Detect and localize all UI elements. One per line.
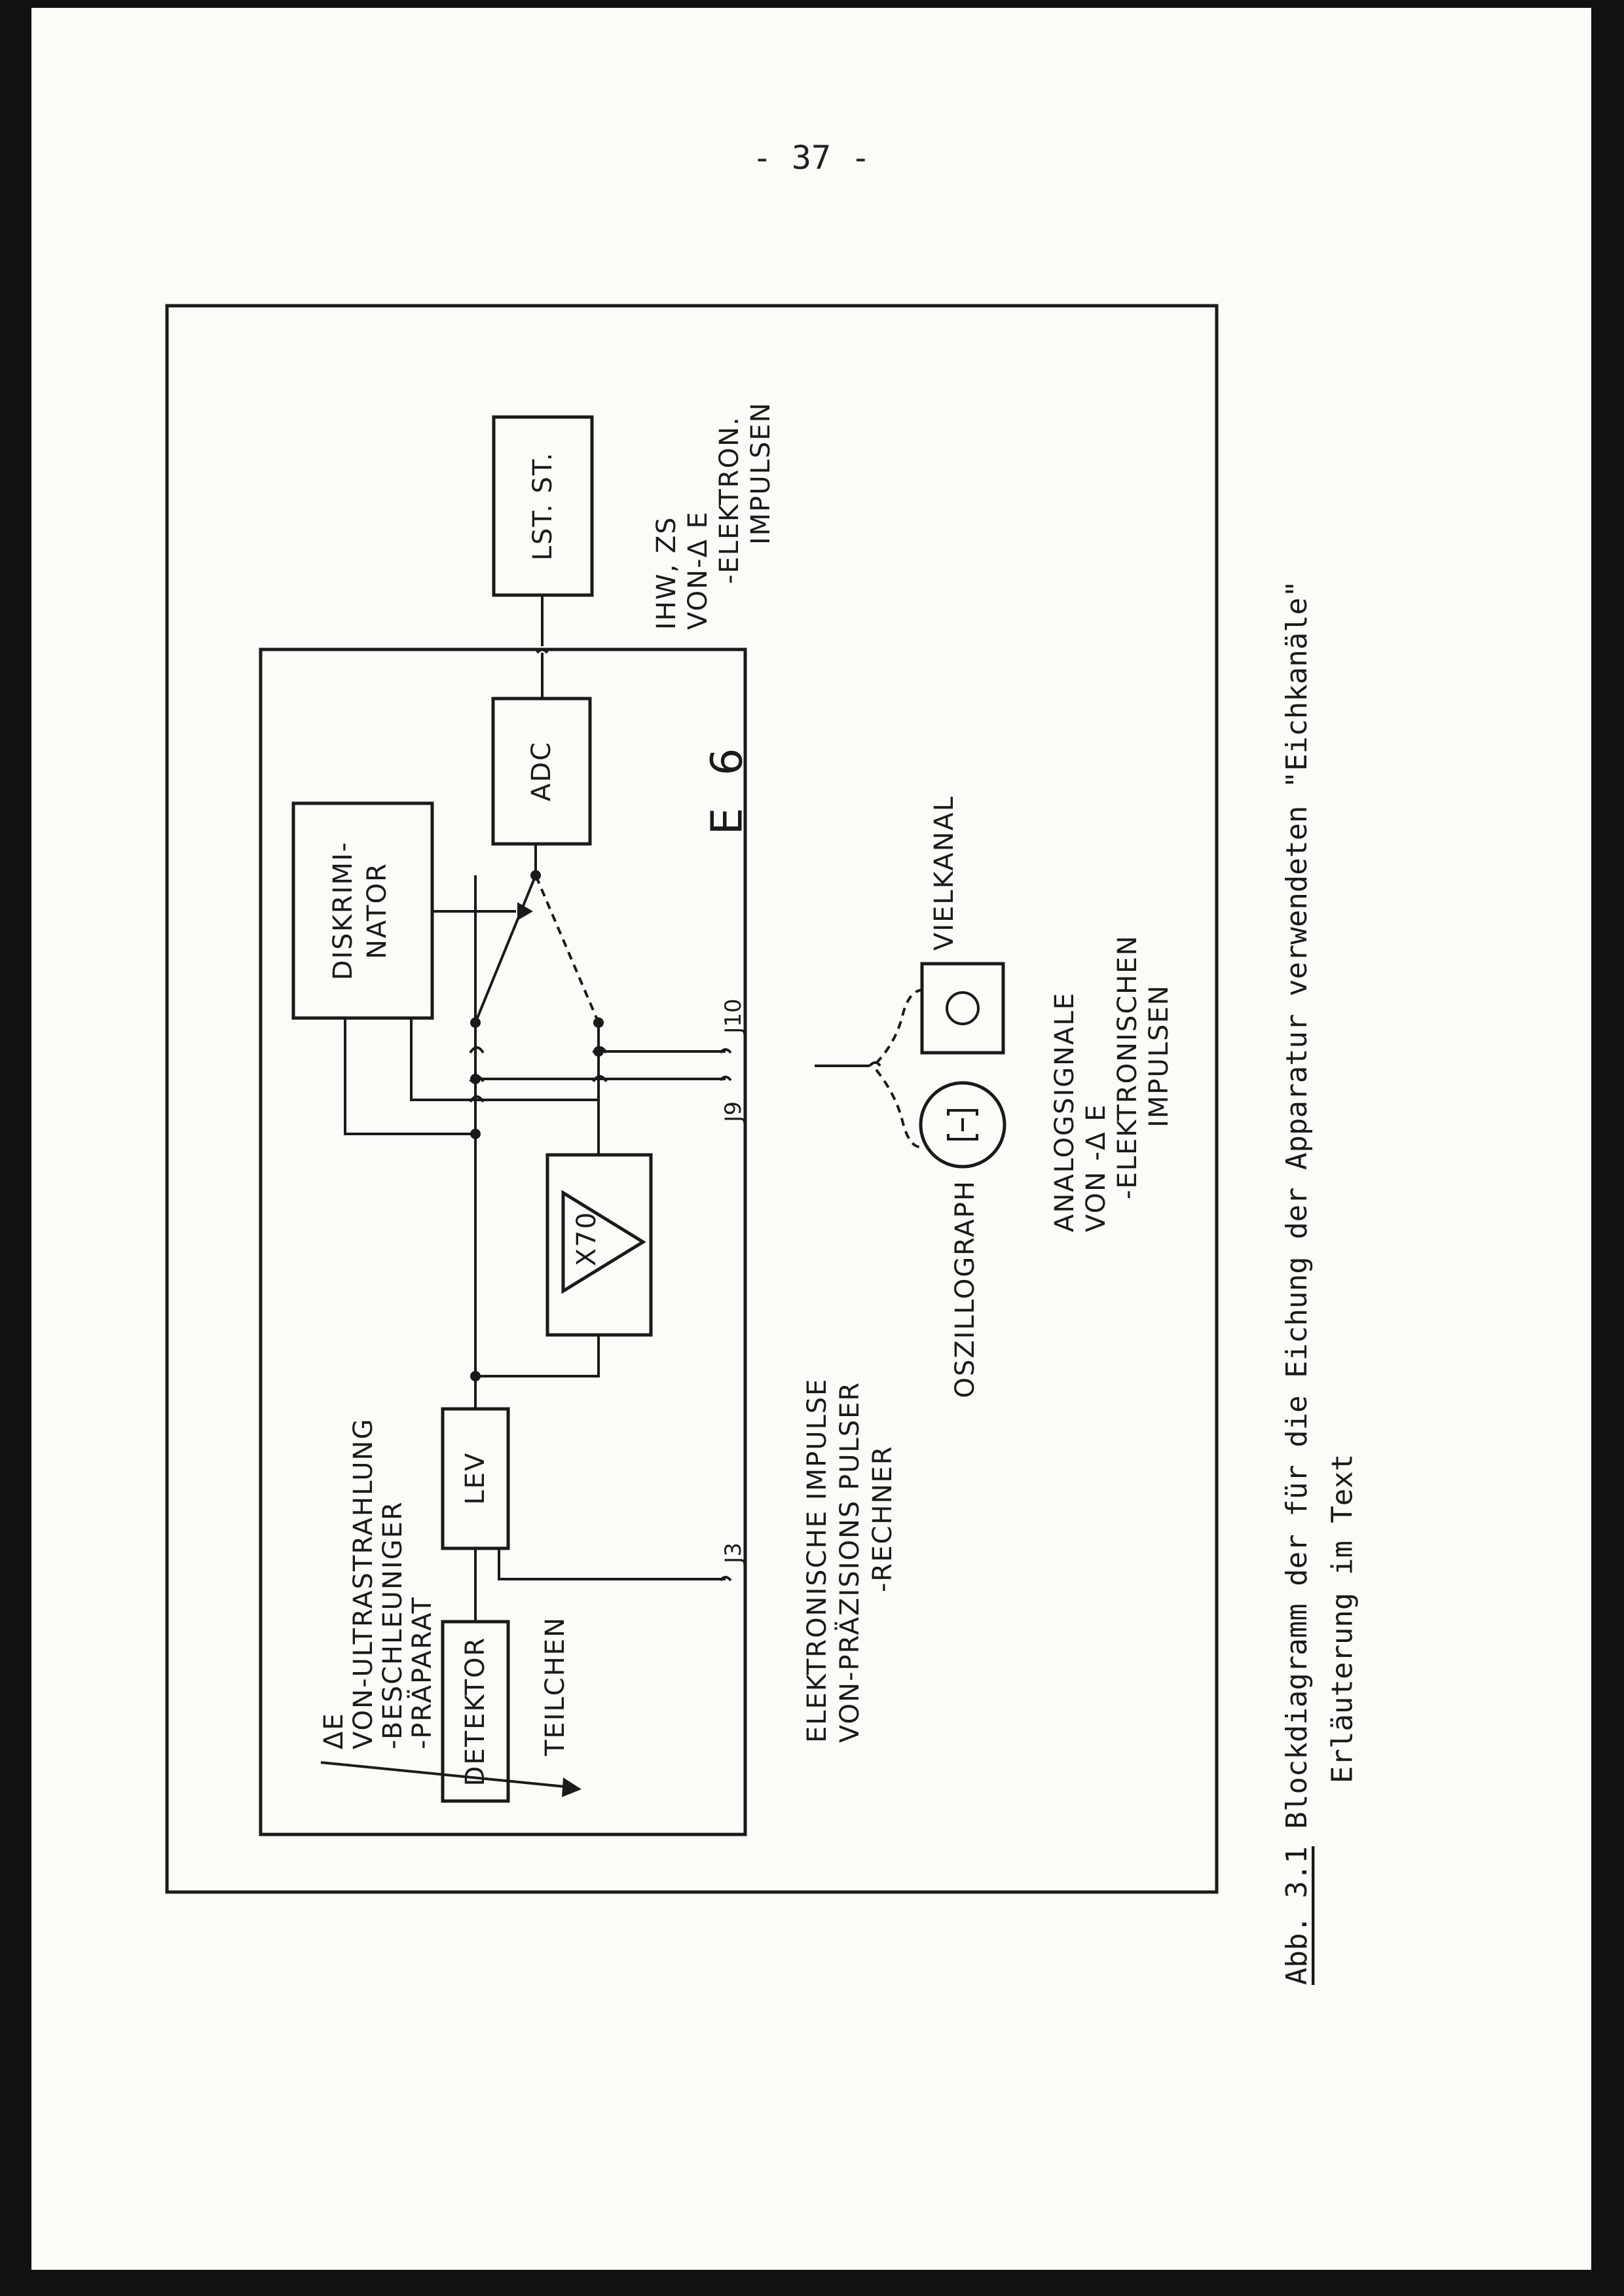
source-label-line1: ΔE [319, 1712, 349, 1749]
lev-label: LEV [460, 1452, 490, 1505]
pulser-label-line2: VON-PRÄZISIONS PULSER [834, 1381, 865, 1743]
ihw-label-line2: VON-Δ E [683, 511, 713, 630]
analog-label-line1: ANALOGSIGNALE [1050, 992, 1080, 1232]
oszillograph-screen-icon [919, 1081, 1006, 1169]
source-label-line2: VON-ULTRASTRAHLUNG [348, 1418, 378, 1749]
teilchen-label: TEILCHEN [540, 1616, 570, 1757]
jack-j9-label: J9 [720, 1101, 747, 1123]
source-label-line3: -BESCHLEUNIGER [378, 1501, 408, 1749]
analog-label-line3: -ELEKTRONISCHEN [1113, 935, 1143, 1199]
e6-label: E 6 [702, 739, 752, 835]
ihw-label-line4: IMPULSEN [746, 401, 776, 545]
figure-caption-number: Abb. 3.1 [1280, 1846, 1314, 1985]
oszillograph-trace-icon [947, 1109, 978, 1140]
pulser-label-line3: -RECHNER [868, 1446, 898, 1593]
document-page: - 37 - [31, 8, 1591, 2270]
jack-j10-label: J10 [720, 998, 747, 1034]
diskriminator-label-line2: NATOR [362, 862, 392, 959]
figure-caption-line2: Erläuterung im Text [1326, 1454, 1359, 1783]
diskriminator-label-line1: DISKRIMI- [328, 841, 358, 981]
vielkanal-circle-icon [946, 991, 980, 1025]
analog-label-line4: IMPULSEN [1144, 984, 1174, 1127]
pulser-label-line1: ELEKTRONISCHE IMPULSE [802, 1378, 832, 1743]
block-diagram: DETEKTOR LEV X70 DISKRIMI- NATOR ADC LST… [165, 304, 1359, 1985]
jack-j3-label: J3 [720, 1542, 747, 1565]
e6-frame [259, 647, 747, 1836]
outer-frame [165, 304, 1219, 1894]
vielkanal-label: VIELKANAL [929, 795, 959, 951]
detektor-label: DETEKTOR [460, 1637, 490, 1787]
analog-label-line2: VON -Δ E [1081, 1103, 1111, 1232]
figure-caption-text: Blockdiagramm der für die Eichung der Ap… [1280, 580, 1314, 1846]
vielkanal-block [920, 962, 1005, 1055]
oszillograph-label: OSZILLOGRAPH [950, 1180, 980, 1398]
x70-label: X70 [572, 1211, 602, 1266]
adc-label: ADC [526, 741, 557, 801]
page-number: - 37 - [752, 139, 871, 177]
amplifier-triangle-icon [561, 1190, 646, 1294]
wiring [320, 595, 924, 1797]
ihw-label-line3: -ELEKTRON. [714, 416, 745, 584]
figure-caption-line1: Abb. 3.1 Blockdiagramm der für die Eichu… [1280, 580, 1314, 1985]
lst-st-label: LST. ST. [528, 452, 558, 561]
source-label-line4: -PRÄPARAT [406, 1596, 437, 1749]
ihw-label-line1: IHW, ZS [652, 516, 682, 630]
